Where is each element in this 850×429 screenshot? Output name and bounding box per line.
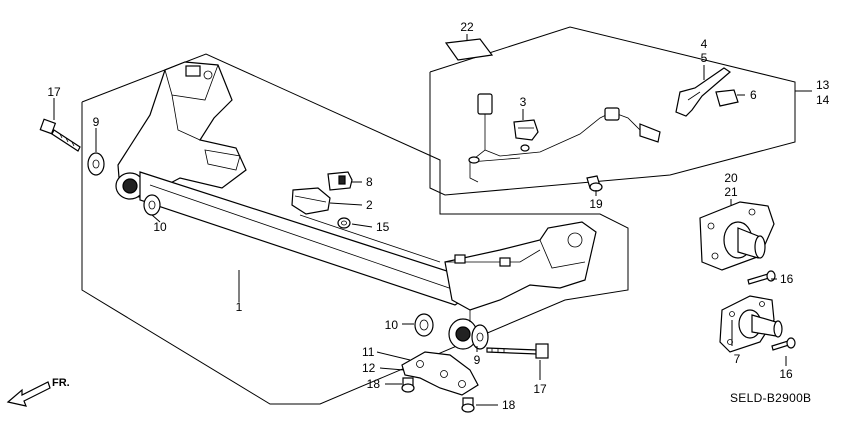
- callout-11: 11: [362, 345, 375, 359]
- leader-lines: [53, 34, 812, 406]
- callout-10-left: 10: [153, 220, 167, 234]
- callout-2: 2: [366, 198, 373, 212]
- main-assembly-outline: [81, 53, 629, 405]
- callout-16-upper: 16: [780, 272, 794, 286]
- sensor-bracket-4-5: [675, 67, 731, 117]
- diagram-code: SELD-B2900B: [730, 391, 811, 405]
- callout-12: 12: [362, 361, 376, 375]
- sensor-harness: [468, 93, 661, 183]
- callout-3: 3: [520, 95, 527, 109]
- washer-9-left: [87, 152, 105, 176]
- nut-15: [337, 217, 351, 229]
- harness-clip-2: [291, 187, 331, 215]
- callout-18-upper: 18: [367, 377, 381, 391]
- harness-clip-3: [513, 119, 539, 141]
- callout-18-lower: 18: [502, 398, 516, 412]
- mounting-bracket-11-12: [401, 351, 479, 396]
- callout-1: 1: [236, 300, 243, 314]
- hub-spindle-20-21: [699, 201, 775, 271]
- sensor-assembly-outline: [429, 26, 796, 196]
- front-direction-arrow-icon: [6, 381, 51, 407]
- grommet-22: [444, 38, 494, 61]
- callout-20: 20: [724, 171, 738, 185]
- washer-10-right: [414, 313, 434, 337]
- hub-spindle-7: [719, 295, 783, 353]
- bolt-16-upper: [747, 270, 776, 285]
- callout-21: 21: [724, 185, 738, 199]
- callout-7: 7: [734, 352, 741, 366]
- callout-labels: 17 9 10 1 8 2 15 22 3 4 5 6 13 14 19 20 …: [47, 20, 829, 412]
- bolt-18-lower: [461, 397, 475, 413]
- callout-17-left: 17: [47, 85, 61, 99]
- rear-axle-beam: [115, 61, 597, 350]
- bolt-19: [586, 175, 603, 192]
- front-direction-label: FR.: [52, 377, 70, 389]
- callout-15: 15: [376, 220, 390, 234]
- callout-6: 6: [750, 88, 757, 102]
- callout-13: 13: [816, 78, 830, 92]
- callout-17-right: 17: [533, 382, 547, 396]
- bolt-18-upper: [401, 377, 415, 393]
- sensor-connector-8: [327, 171, 353, 191]
- bolt-16-lower: [771, 337, 796, 351]
- callout-10-right: 10: [385, 318, 399, 332]
- clip-6: [715, 89, 739, 107]
- callout-5: 5: [701, 51, 708, 65]
- callout-4: 4: [701, 37, 708, 51]
- callout-22: 22: [460, 20, 474, 34]
- washer-10-left: [143, 194, 161, 216]
- washer-9-right: [471, 324, 489, 350]
- callout-19: 19: [589, 197, 603, 211]
- callout-9-right: 9: [474, 353, 481, 367]
- callout-9-left: 9: [93, 115, 100, 129]
- callout-14: 14: [816, 93, 830, 107]
- callout-16-lower: 16: [779, 367, 793, 381]
- bolt-17-left: [39, 118, 81, 152]
- bolt-17-right: [486, 343, 549, 359]
- callout-8: 8: [366, 175, 373, 189]
